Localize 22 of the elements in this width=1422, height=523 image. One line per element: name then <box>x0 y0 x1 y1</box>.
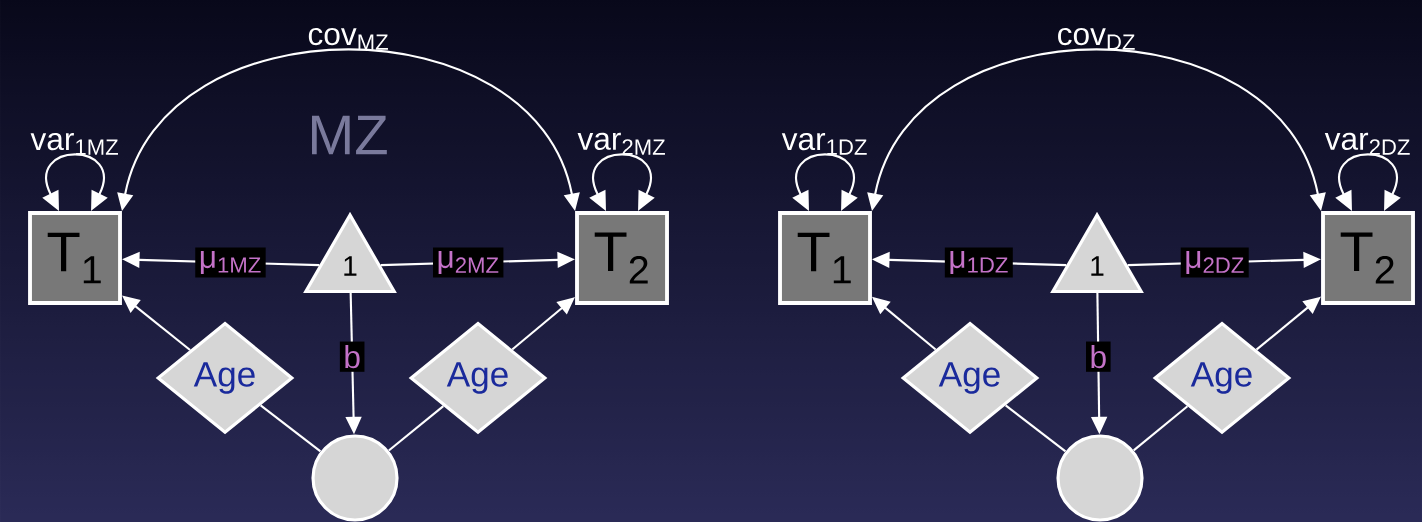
circle-node <box>1056 434 1144 522</box>
arrow <box>511 297 575 351</box>
square-node: T$_{1}$ <box>778 211 872 305</box>
square-node: T$_{1}$ <box>28 211 122 305</box>
panel-label: MZ <box>312 115 387 155</box>
circle-node <box>311 434 399 522</box>
edge-label: var$_{2DZ}$ <box>1324 132 1410 155</box>
square-node: T$_{2}$ <box>1321 211 1415 305</box>
edge-label: var$_{1MZ}$ <box>30 132 118 155</box>
edge-label: cov$_{MZ}$ <box>308 27 388 50</box>
connector-line <box>260 404 322 453</box>
edge-label: var$_{1DZ}$ <box>781 132 867 155</box>
edge-label: μ$_{1MZ}$ <box>195 247 266 278</box>
connector-line <box>1133 405 1189 452</box>
connector-line <box>388 405 444 452</box>
edge-label: cov$_{DZ}$ <box>1058 27 1135 50</box>
connector-line <box>1005 404 1067 453</box>
edge-label: var$_{2MZ}$ <box>577 132 665 155</box>
square-node: T$_{2}$ <box>575 211 669 305</box>
edge-label: μ$_{1DZ}$ <box>944 247 1013 278</box>
edge-label: μ$_{2DZ}$ <box>1180 247 1249 278</box>
edge-label: μ$_{2MZ}$ <box>433 247 504 278</box>
